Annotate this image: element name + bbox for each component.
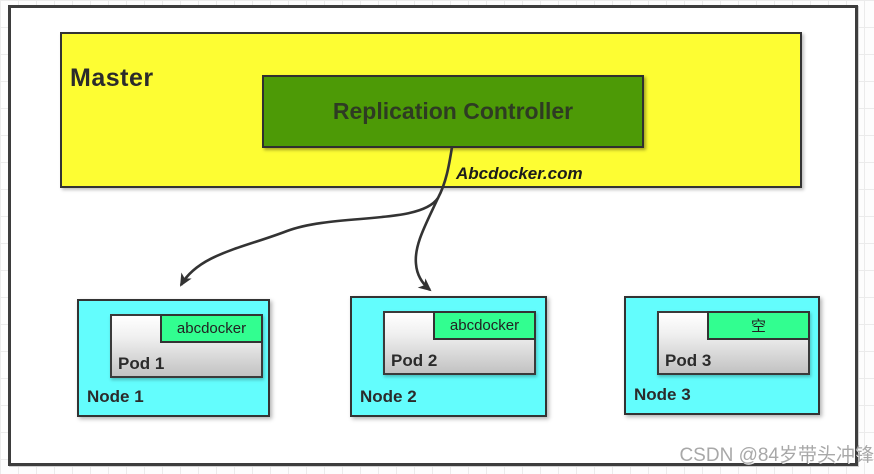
container-1-box: abcdocker [160,314,263,343]
node-1-label: Node 1 [87,387,144,406]
master-label: Master [70,64,154,92]
container-2-box: abcdocker [433,311,536,340]
pod-2-label: Pod 2 [391,351,438,370]
replication-controller-box: Replication Controller [262,75,644,148]
pod-1-label: Pod 1 [118,354,165,373]
node-3-label: Node 3 [634,385,691,404]
node-3-box: 空 Pod 3 Node 3 [624,296,820,415]
replication-controller-label: Replication Controller [332,98,574,124]
pod-1-box: abcdocker Pod 1 [110,314,263,378]
pod-3-box: 空 Pod 3 [657,311,810,375]
node-2-box: abcdocker Pod 2 Node 2 [350,296,547,417]
container-3-label: 空 [750,318,766,335]
node-1-box: abcdocker Pod 1 Node 1 [77,299,270,417]
container-3-box: 空 [707,311,810,340]
node-2-label: Node 2 [360,387,417,406]
csdn-watermark: CSDN @84岁带头冲锋 [679,445,874,466]
container-2-label: abcdocker [449,317,520,334]
master-box: Master Replication Controller Abcdocker.… [60,32,802,188]
pod-3-label: Pod 3 [665,351,712,370]
container-1-label: abcdocker [176,320,247,337]
site-watermark: Abcdocker.com [456,164,583,183]
pod-2-box: abcdocker Pod 2 [383,311,536,375]
